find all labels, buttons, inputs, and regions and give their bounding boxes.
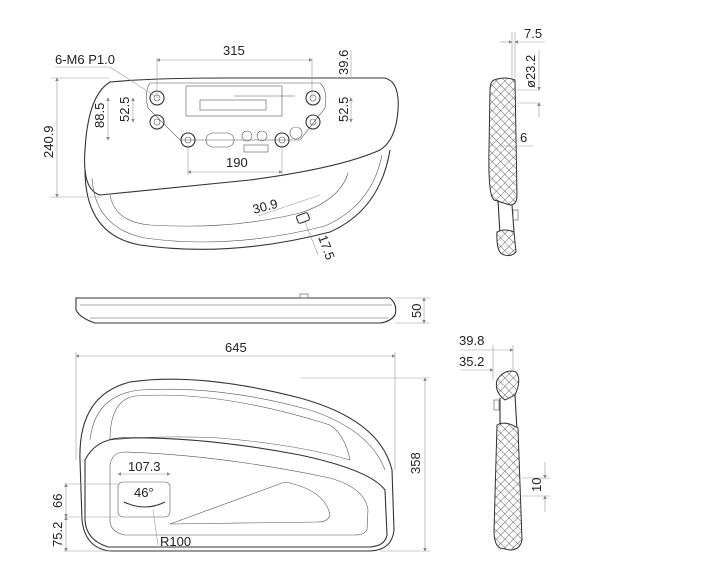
arc-slot (123, 501, 166, 508)
side-view-top: 7.5 ø23.2 6 (488, 26, 545, 257)
dim-17-5: 17.5 (315, 233, 338, 262)
dim-240-9: 240.9 (41, 125, 56, 158)
thread-callout: 6-M6 P1.0 (55, 52, 115, 67)
dim-66: 66 (50, 494, 65, 508)
mount-plate (146, 82, 327, 141)
release-button (296, 212, 310, 224)
dim-46-deg: 46° (134, 485, 154, 500)
top-view: 6-M6 P1.0 315 39.6 240.9 88.5 52.5 52.5 … (41, 43, 399, 262)
dim-35-2: 35.2 (459, 354, 484, 369)
dim-r100: R100 (160, 534, 191, 549)
dim-52-5-left: 52.5 (117, 97, 132, 122)
dim-39-8: 39.8 (459, 333, 484, 348)
dim-358: 358 (408, 452, 423, 474)
dim-88-5: 88.5 (92, 103, 107, 128)
bottom-view: 645 358 107.3 46° 66 75.2 R100 (50, 340, 430, 552)
dim-30-9: 30.9 (251, 196, 279, 217)
dim-315: 315 (223, 43, 245, 58)
dim-107-3: 107.3 (128, 459, 161, 474)
top-view-handle (84, 149, 391, 250)
side-view-bottom: 39.8 35.2 10 (459, 333, 550, 551)
dim-50: 50 (409, 304, 424, 318)
dim-7-5: 7.5 (524, 26, 542, 41)
connector-icon (205, 132, 235, 148)
dim-6: 6 (520, 130, 527, 145)
top-view-body (84, 77, 399, 196)
front-view: 50 (75, 293, 430, 324)
dim-39-6: 39.6 (336, 50, 351, 75)
dim-645: 645 (225, 340, 247, 355)
bracket (185, 85, 283, 117)
dim-190: 190 (226, 155, 248, 170)
inspection-window (117, 481, 171, 518)
dim-10: 10 (529, 478, 544, 492)
dim-52-5-right: 52.5 (336, 97, 351, 122)
dim-diameter-23-2: ø23.2 (523, 55, 538, 88)
dim-75-2: 75.2 (50, 522, 65, 547)
